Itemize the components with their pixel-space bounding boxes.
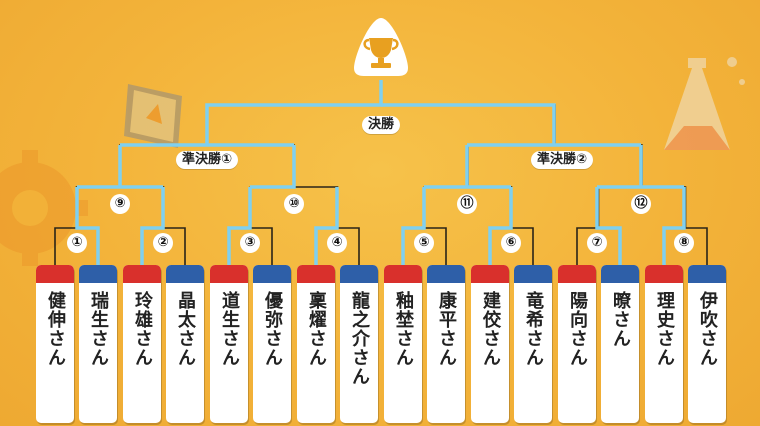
player-cap-red bbox=[297, 265, 335, 283]
match-number-5: ⑤ bbox=[414, 233, 434, 253]
player-cap-red bbox=[645, 265, 683, 283]
match-number-3: ③ bbox=[240, 233, 260, 253]
player-cap-blue bbox=[253, 265, 291, 283]
player-cap-blue bbox=[166, 265, 204, 283]
player-cap-red bbox=[558, 265, 596, 283]
player-cap-blue bbox=[79, 265, 117, 283]
player-card: 竜希さん bbox=[514, 265, 552, 423]
player-name: 理史さん bbox=[654, 291, 675, 367]
semifinal-2-label: 準決勝② bbox=[530, 151, 594, 169]
player-cap-red bbox=[384, 265, 422, 283]
player-card: 理史さん bbox=[645, 265, 683, 423]
winner-path-line bbox=[662, 187, 686, 266]
player-name: 道生さん bbox=[219, 291, 240, 367]
player-cap-blue bbox=[601, 265, 639, 283]
winner-path-line bbox=[75, 187, 100, 266]
winner-path-line bbox=[250, 145, 296, 189]
match-number-11: ⑪ bbox=[457, 194, 477, 214]
player-cap-red bbox=[210, 265, 248, 283]
match-number-8: ⑧ bbox=[674, 233, 694, 253]
player-card: 陽向さん bbox=[558, 265, 596, 423]
player-name: 龍之介さん bbox=[349, 291, 370, 386]
winner-path-line bbox=[595, 187, 622, 266]
winner-path-line bbox=[227, 187, 252, 266]
player-cap-red bbox=[471, 265, 509, 283]
player-card: 健伸さん bbox=[36, 265, 74, 423]
player-card: 晶太さん bbox=[166, 265, 204, 423]
player-card: 優弥さん bbox=[253, 265, 291, 423]
player-name: 晶太さん bbox=[175, 291, 196, 367]
laptop-icon bbox=[124, 84, 182, 148]
winner-path-line bbox=[314, 187, 339, 266]
player-name: 釉埜さん bbox=[393, 291, 414, 367]
player-cap-blue bbox=[427, 265, 465, 283]
match-number-2: ② bbox=[153, 233, 173, 253]
player-cap-blue bbox=[688, 265, 726, 283]
flask-icon bbox=[664, 57, 745, 150]
match-number-12: ⑫ bbox=[631, 194, 651, 214]
player-name: 暸さん bbox=[610, 291, 631, 348]
player-cap-red bbox=[123, 265, 161, 283]
match-number-4: ④ bbox=[327, 233, 347, 253]
player-cap-red bbox=[36, 265, 74, 283]
player-name: 康平さん bbox=[436, 291, 457, 367]
player-name: 玲雄さん bbox=[132, 291, 153, 367]
player-name: 優弥さん bbox=[262, 291, 283, 367]
winner-path-line bbox=[205, 80, 383, 145]
match-number-9: ⑨ bbox=[110, 194, 130, 214]
player-card: 玲雄さん bbox=[123, 265, 161, 423]
player-card: 道生さん bbox=[210, 265, 248, 423]
player-card: 稟燿さん bbox=[297, 265, 335, 423]
player-card: 龍之介さん bbox=[340, 265, 378, 423]
player-cap-blue bbox=[340, 265, 378, 283]
player-name: 稟燿さん bbox=[306, 291, 327, 367]
player-card: 建佼さん bbox=[471, 265, 509, 423]
player-name: 瑞生さん bbox=[88, 291, 109, 367]
match-number-1: ① bbox=[67, 233, 87, 253]
gear-icon bbox=[0, 150, 88, 266]
player-name: 伊吹さん bbox=[697, 291, 718, 367]
player-card: 康平さん bbox=[427, 265, 465, 423]
player-name: 健伸さん bbox=[45, 291, 66, 367]
player-name: 陽向さん bbox=[567, 291, 588, 367]
player-card: 釉埜さん bbox=[384, 265, 422, 423]
winner-path-group bbox=[75, 80, 686, 266]
trophy-icon bbox=[354, 18, 408, 76]
winner-path-line bbox=[381, 103, 556, 145]
winner-path-line bbox=[488, 187, 513, 266]
winner-path-line bbox=[140, 187, 165, 266]
final-label: 決勝 bbox=[361, 116, 401, 134]
player-card: 瑞生さん bbox=[79, 265, 117, 423]
match-number-6: ⑥ bbox=[501, 233, 521, 253]
player-name: 竜希さん bbox=[523, 291, 544, 367]
player-card: 暸さん bbox=[601, 265, 639, 423]
player-card: 伊吹さん bbox=[688, 265, 726, 423]
match-number-10: ⑩ bbox=[284, 194, 304, 214]
match-number-7: ⑦ bbox=[587, 233, 607, 253]
player-cap-blue bbox=[514, 265, 552, 283]
winner-path-line bbox=[401, 187, 426, 266]
semifinal-1-label: 準決勝① bbox=[175, 151, 239, 169]
player-name: 建佼さん bbox=[480, 291, 501, 367]
